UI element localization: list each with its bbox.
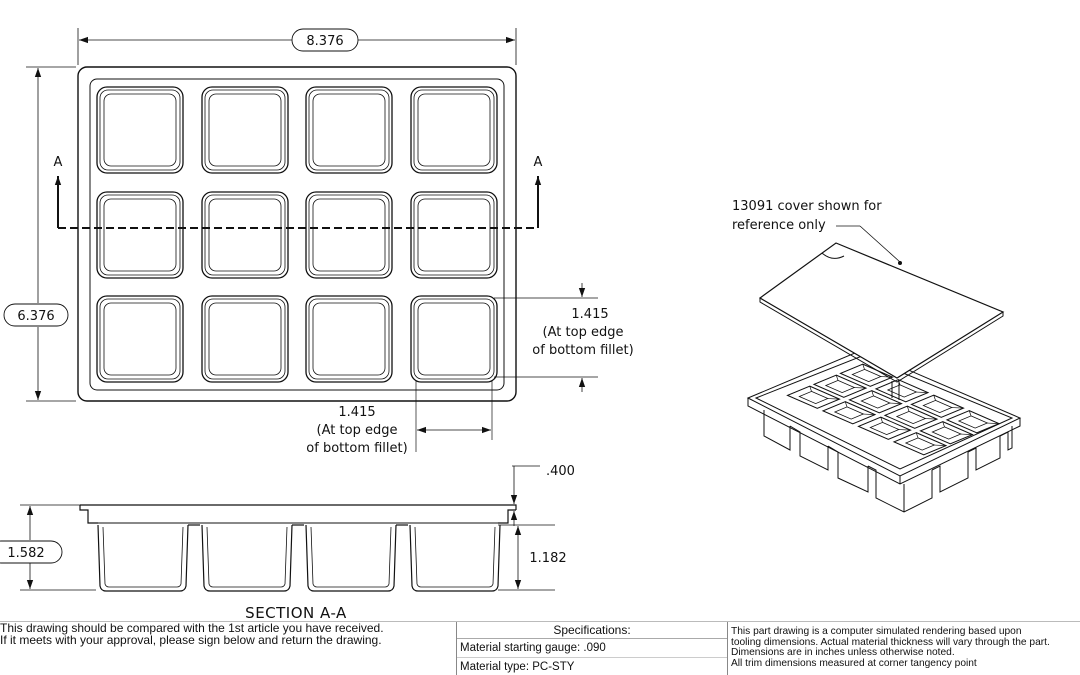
section-view: 1.582 .400 1.182 SECTION A-A [0, 464, 575, 621]
gauge-value: .090 [583, 642, 606, 654]
material-type-row: Material type: PC-STY [457, 658, 727, 675]
engineering-drawing: A A 8.376 6.376 1.415 (A [0, 28, 1022, 621]
iso-cavity [821, 401, 877, 425]
cavity-cell [201, 86, 289, 174]
dimension-box [3, 303, 69, 327]
cavity-cell [96, 86, 184, 174]
cavity-cell [96, 295, 184, 383]
note-line3: Dimensions are in inches unless otherwis… [731, 647, 955, 658]
approval-line2: If it meets with your approval, please s… [0, 633, 382, 647]
cell-h-dim-note2: of bottom fillet) [306, 441, 407, 456]
cell-vertical-dimension: 1.415 (At top edge of bottom fillet) [494, 283, 634, 392]
material-type-label: Material type: [460, 661, 530, 673]
section-letter-right: A [534, 155, 543, 170]
tray-outline [77, 66, 517, 402]
gauge-label: Material starting gauge: [460, 642, 581, 654]
section-pocket [97, 524, 200, 592]
approval-box: This drawing should be compared with the… [0, 622, 455, 675]
section-title: SECTION A-A [245, 604, 347, 621]
cell-v-dim-note2: of bottom fillet) [532, 343, 633, 358]
cell-h-dim-note1: (At top edge [317, 423, 398, 438]
section-letter-left: A [54, 155, 63, 170]
tray-flange-inner [89, 78, 505, 391]
cavity-cell [410, 295, 498, 383]
cavity-cell [410, 191, 498, 279]
iso-cavity [892, 432, 948, 456]
height-dim-value: 6.376 [17, 309, 54, 324]
note-line2: tooling dimensions. Actual material thic… [731, 636, 1050, 648]
section-pocket [305, 524, 408, 592]
iso-cavity [812, 374, 868, 398]
height-dimension: 6.376 [3, 66, 76, 402]
cavity-cell [305, 86, 393, 174]
iso-cavity [883, 405, 939, 429]
gauge-row: Material starting gauge: .090 [457, 639, 727, 658]
iso-cavity [857, 416, 912, 440]
flange-dim-value: .400 [546, 464, 575, 479]
cover-note-line2: reference only [732, 218, 826, 233]
material-type-value: PC-STY [532, 661, 575, 673]
iso-cavity [945, 410, 1001, 434]
title-block-separator [0, 621, 1080, 622]
cavity-cell [201, 191, 289, 279]
isometric-view: 13091 cover shown for reference only [732, 199, 1022, 513]
cavity-cell [305, 295, 393, 383]
section-pocket [201, 524, 304, 592]
iso-cover [758, 242, 1005, 400]
approval-line1: This drawing should be compared with the… [0, 621, 384, 635]
iso-cavity [910, 394, 965, 418]
cavity-cell [305, 191, 393, 279]
cell-horizontal-dimension: 1.415 (At top edge of bottom fillet) [306, 380, 493, 456]
top-view: A A 8.376 6.376 1.415 (A [3, 28, 634, 456]
section-line-a-a: A A [54, 155, 543, 229]
cavity-cell [201, 295, 289, 383]
specifications-box: Specifications: Material starting gauge:… [456, 622, 728, 675]
width-dimension: 8.376 [77, 28, 517, 65]
overall-height-value: 1.582 [7, 546, 44, 561]
note-line1: This part drawing is a computer simulate… [731, 626, 1022, 637]
cover-note-line1: 13091 cover shown for [732, 199, 882, 214]
section-pocket [409, 524, 501, 592]
cavity-depth-dimension: 1.182 [498, 524, 567, 591]
cell-v-dim-note1: (At top edge [543, 325, 624, 340]
cover-note-leader: 13091 cover shown for reference only [732, 199, 902, 265]
cavity-depth-value: 1.182 [529, 551, 566, 566]
cavity-cell [96, 191, 184, 279]
cell-v-dim-value: 1.415 [571, 307, 608, 322]
iso-cavity [839, 363, 894, 387]
overall-height-dimension: 1.582 [0, 504, 96, 591]
flange-dimension: .400 [510, 464, 575, 526]
section-profile [79, 504, 517, 592]
note-line4: All trim dimensions measured at corner t… [731, 657, 977, 669]
cavity-grid [96, 86, 498, 383]
dimension-box [291, 28, 359, 52]
iso-cavity-grid [786, 363, 1001, 456]
dimension-box [0, 540, 63, 564]
iso-cavity [786, 385, 841, 409]
cell-h-dim-value: 1.415 [338, 405, 375, 420]
iso-cavity [848, 390, 903, 414]
iso-tray [746, 349, 1022, 513]
width-dim-value: 8.376 [306, 34, 343, 49]
cavity-cell [410, 86, 498, 174]
drawing-notes-box: This part drawing is a computer simulate… [731, 622, 1080, 675]
specifications-header: Specifications: [457, 622, 727, 639]
iso-cavity [919, 421, 974, 445]
